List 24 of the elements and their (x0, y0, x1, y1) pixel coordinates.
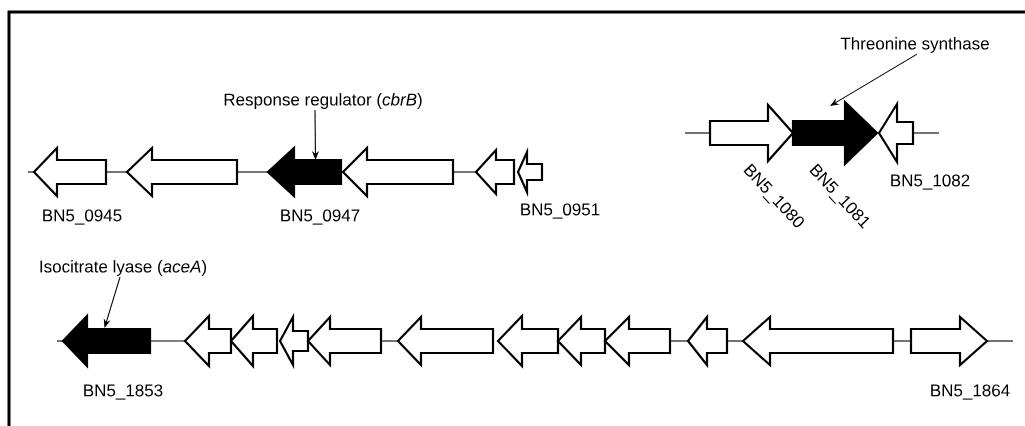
chromosome-line (986, 340, 1014, 342)
gene-label: BN5_0951 (521, 203, 600, 219)
annotation-text: Response regulator (cbrB) (224, 93, 422, 109)
chromosome-line (452, 171, 477, 173)
chromosome-line (892, 340, 912, 342)
chromosome-line (912, 132, 940, 134)
chromosome-line (236, 171, 269, 173)
leader-arrow (830, 53, 918, 106)
chromosome-line (726, 340, 744, 342)
gene-label: BN5_1864 (931, 384, 1010, 400)
gene-label: BN5_1853 (84, 384, 163, 400)
annotation-text: Isocitrate lyase (aceA) (40, 260, 207, 276)
gene-label: BN5_0947 (281, 209, 360, 225)
annotation-text: Threonine synthase (840, 37, 989, 53)
chromosome-line (105, 171, 128, 173)
chromosome-line (380, 340, 399, 342)
chromosome-line (149, 340, 186, 342)
chromosome-line (669, 340, 689, 342)
gene-label: BN5_0945 (43, 209, 122, 225)
chromosome-line (684, 132, 711, 134)
chromosome-line (56, 340, 64, 342)
leader-arrow (103, 276, 121, 328)
gene-label: BN5_1082 (891, 174, 970, 190)
chromosome-line (27, 171, 35, 173)
